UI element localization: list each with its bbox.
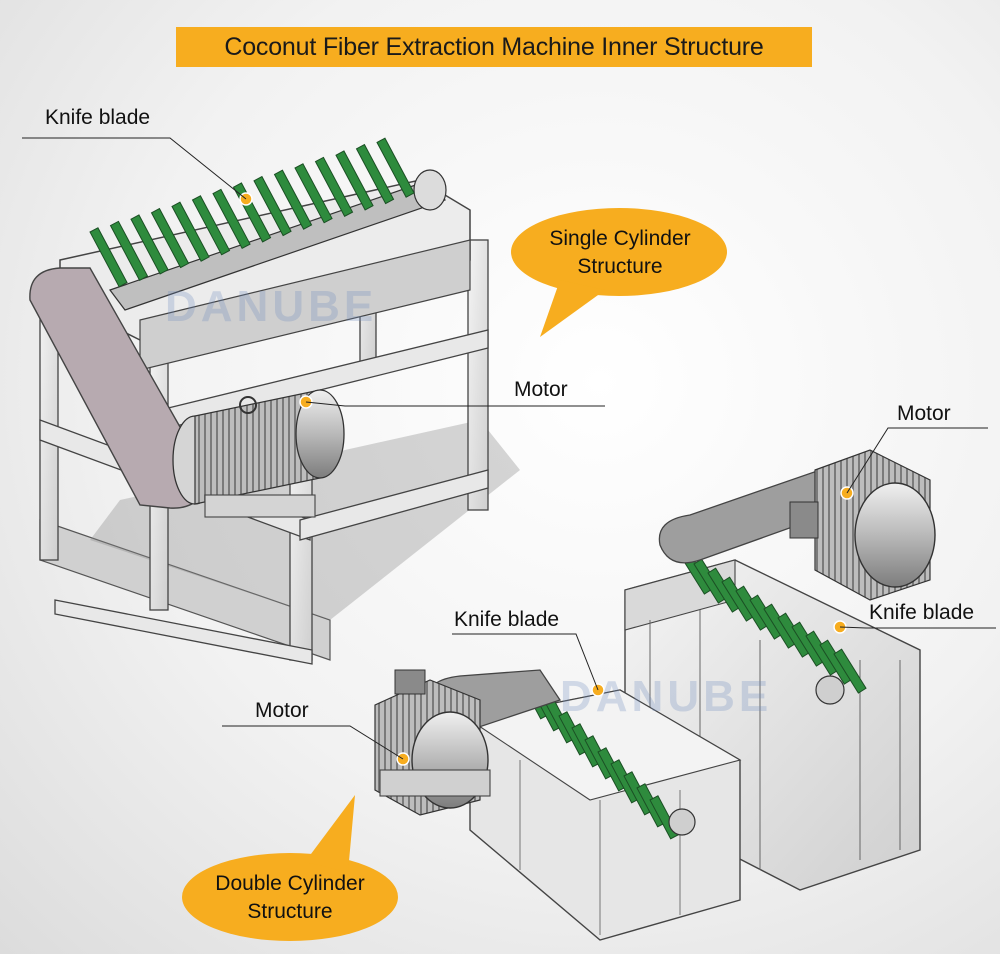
- knife-blade: [314, 156, 354, 218]
- single-cylinder-machine: [29, 137, 520, 665]
- knife-blade: [212, 188, 251, 250]
- single-cylinder-bubble: [511, 208, 727, 337]
- double-cylinder-bubble: [182, 795, 398, 941]
- knife-blade: [335, 150, 374, 211]
- knife-blade: [273, 169, 313, 230]
- knife-blade: [89, 227, 128, 288]
- motor-label-right: Motor: [897, 402, 951, 425]
- double-cylinder-line1: Double Cylinder: [215, 872, 365, 895]
- double-cylinder-text: Double Cylinder Structure: [185, 870, 395, 926]
- knife-blade: [253, 175, 292, 237]
- knife-blade: [191, 195, 231, 256]
- page-title: Coconut Fiber Extraction Machine Inner S…: [176, 27, 812, 67]
- knife-blade-label-mid: Knife blade: [454, 608, 560, 631]
- knife-blade: [376, 137, 415, 198]
- motor-label-top: Motor: [514, 378, 568, 401]
- knife-blade: [355, 143, 395, 205]
- knife-blade: [150, 207, 190, 269]
- watermark: DANUBE: [165, 282, 378, 331]
- single-cylinder-text: Single Cylinder Structure: [515, 225, 725, 281]
- knife-blade: [294, 163, 333, 224]
- knife-blade: [171, 201, 210, 262]
- knife-blade: [109, 220, 149, 282]
- watermark: DANUBE: [560, 672, 773, 721]
- motor-label-left: Motor: [255, 699, 309, 722]
- double-cylinder-machine: [374, 449, 936, 941]
- double-cylinder-line2: Structure: [247, 900, 333, 923]
- single-cylinder-line2: Structure: [577, 255, 663, 278]
- knife-blade-label-right: Knife blade: [869, 601, 975, 624]
- single-cylinder-line1: Single Cylinder: [549, 227, 691, 250]
- knife-blade: [833, 648, 867, 694]
- knife-blade-label-top: Knife blade: [45, 106, 151, 129]
- knife-blade: [130, 214, 169, 275]
